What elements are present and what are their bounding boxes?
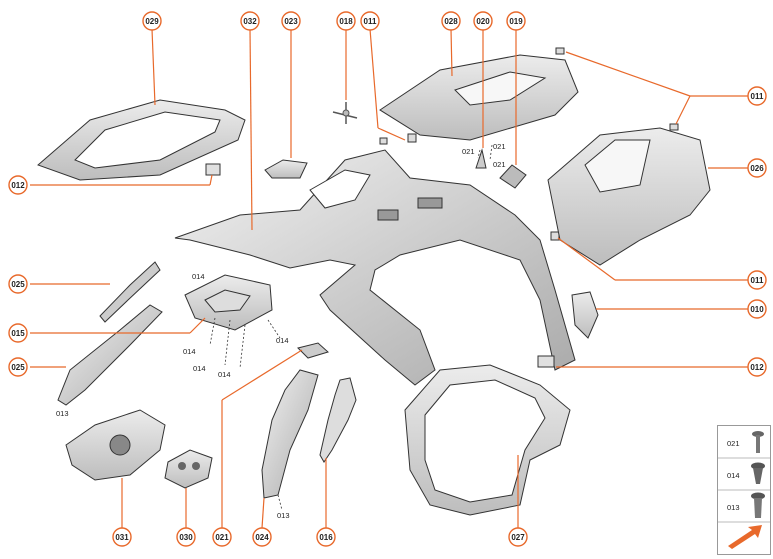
callout-011-right-top[interactable]: 011 <box>747 86 767 106</box>
svg-text:026: 026 <box>750 164 764 173</box>
part-024-b-pillar <box>261 369 319 499</box>
part-023-tray <box>264 159 308 179</box>
callout-024[interactable]: 024 <box>252 527 272 547</box>
part-012-block-right <box>537 355 555 368</box>
part-011-clip-e <box>550 231 560 241</box>
svg-text:023: 023 <box>284 17 298 26</box>
svg-text:031: 031 <box>115 533 129 542</box>
callout-030[interactable]: 030 <box>176 527 196 547</box>
part-028-roof-panel <box>379 54 579 141</box>
label-014-d: 014 <box>218 370 231 379</box>
label-014-a: 014 <box>192 272 205 281</box>
callout-025-lower[interactable]: 025 <box>8 357 28 377</box>
clip-icon-013 <box>751 492 765 518</box>
callout-011-right-mid[interactable]: 011 <box>747 270 767 290</box>
svg-text:019: 019 <box>509 17 523 26</box>
callout-031[interactable]: 031 <box>112 527 132 547</box>
clip-icon <box>751 462 765 484</box>
svg-text:015: 015 <box>11 329 25 338</box>
svg-text:032: 032 <box>243 17 257 26</box>
callout-016[interactable]: 016 <box>316 527 336 547</box>
callout-025-upper[interactable]: 025 <box>8 274 28 294</box>
svg-text:020: 020 <box>476 17 490 26</box>
label-014-c: 014 <box>193 364 206 373</box>
svg-text:028: 028 <box>444 17 458 26</box>
callout-011-top[interactable]: 011 <box>360 11 380 31</box>
callout-032[interactable]: 032 <box>240 11 260 31</box>
part-026-headliner <box>547 127 711 266</box>
part-031-console <box>65 409 166 481</box>
part-011-clip-b <box>407 133 417 143</box>
svg-text:011: 011 <box>364 17 377 26</box>
dashed-leaders <box>209 144 493 511</box>
part-012-block-left <box>205 163 221 176</box>
part-014-bracket <box>184 274 273 331</box>
svg-text:025: 025 <box>11 363 25 372</box>
svg-text:014: 014 <box>727 471 740 480</box>
label-021-a: 021 <box>462 147 475 156</box>
callout-027[interactable]: 027 <box>508 527 528 547</box>
callout-023[interactable]: 023 <box>281 11 301 31</box>
svg-text:029: 029 <box>145 17 159 26</box>
svg-text:024: 024 <box>255 533 269 542</box>
svg-text:025: 025 <box>11 280 25 289</box>
svg-text:011: 011 <box>751 92 764 101</box>
svg-text:018: 018 <box>339 17 353 26</box>
label-014-b: 014 <box>183 347 196 356</box>
part-019-bracket <box>499 164 527 189</box>
part-027-tailgate-trim <box>404 364 571 516</box>
callout-026[interactable]: 026 <box>747 158 767 178</box>
label-013-a: 013 <box>56 409 69 418</box>
legend-item-013: 013 <box>727 492 765 518</box>
callout-018[interactable]: 018 <box>336 11 356 31</box>
part-011-clip-d <box>669 123 679 131</box>
callout-028[interactable]: 028 <box>441 11 461 31</box>
svg-text:011: 011 <box>751 276 764 285</box>
part-025-trim-upper <box>99 261 161 323</box>
svg-text:010: 010 <box>750 305 764 314</box>
label-021-b: 021 <box>493 142 506 151</box>
label-013-b: 013 <box>277 511 290 520</box>
orange-arrow-icon <box>728 525 762 549</box>
screw-icon <box>752 431 764 453</box>
part-025-pillar-lower <box>57 304 163 406</box>
callout-010[interactable]: 010 <box>747 299 767 319</box>
callout-012-left[interactable]: 012 <box>8 175 28 195</box>
svg-text:030: 030 <box>179 533 193 542</box>
svg-text:016: 016 <box>319 533 333 542</box>
callout-029[interactable]: 029 <box>142 11 162 31</box>
part-011-clip-c <box>555 47 565 55</box>
svg-text:021: 021 <box>215 533 229 542</box>
svg-text:012: 012 <box>750 363 764 372</box>
label-021-c: 021 <box>493 160 506 169</box>
part-016-seatbelt-guide <box>319 377 357 463</box>
part-011-clip-a <box>379 137 388 145</box>
legend-item-021: 021 <box>727 431 764 453</box>
callout-021-bottom[interactable]: 021 <box>212 527 232 547</box>
part-029-frame <box>37 99 246 181</box>
legend-item-014: 014 <box>727 462 765 484</box>
svg-text:013: 013 <box>727 503 740 512</box>
part-010-trim <box>571 291 599 339</box>
callout-012-right[interactable]: 012 <box>747 357 767 377</box>
svg-text:027: 027 <box>511 533 525 542</box>
svg-text:012: 012 <box>11 181 25 190</box>
part-030-plate <box>164 449 213 489</box>
callout-019[interactable]: 019 <box>506 11 526 31</box>
label-014-e: 014 <box>276 336 289 345</box>
callout-leaders <box>30 28 748 529</box>
callout-020[interactable]: 020 <box>473 11 493 31</box>
svg-text:021: 021 <box>727 439 740 448</box>
part-020-bracket <box>475 148 487 169</box>
part-032-main-headliner <box>174 149 576 386</box>
fastener-legend: 021 014 013 <box>717 425 771 555</box>
callout-015[interactable]: 015 <box>8 323 28 343</box>
part-018-clip <box>332 102 358 124</box>
part-021-connector <box>297 342 329 359</box>
